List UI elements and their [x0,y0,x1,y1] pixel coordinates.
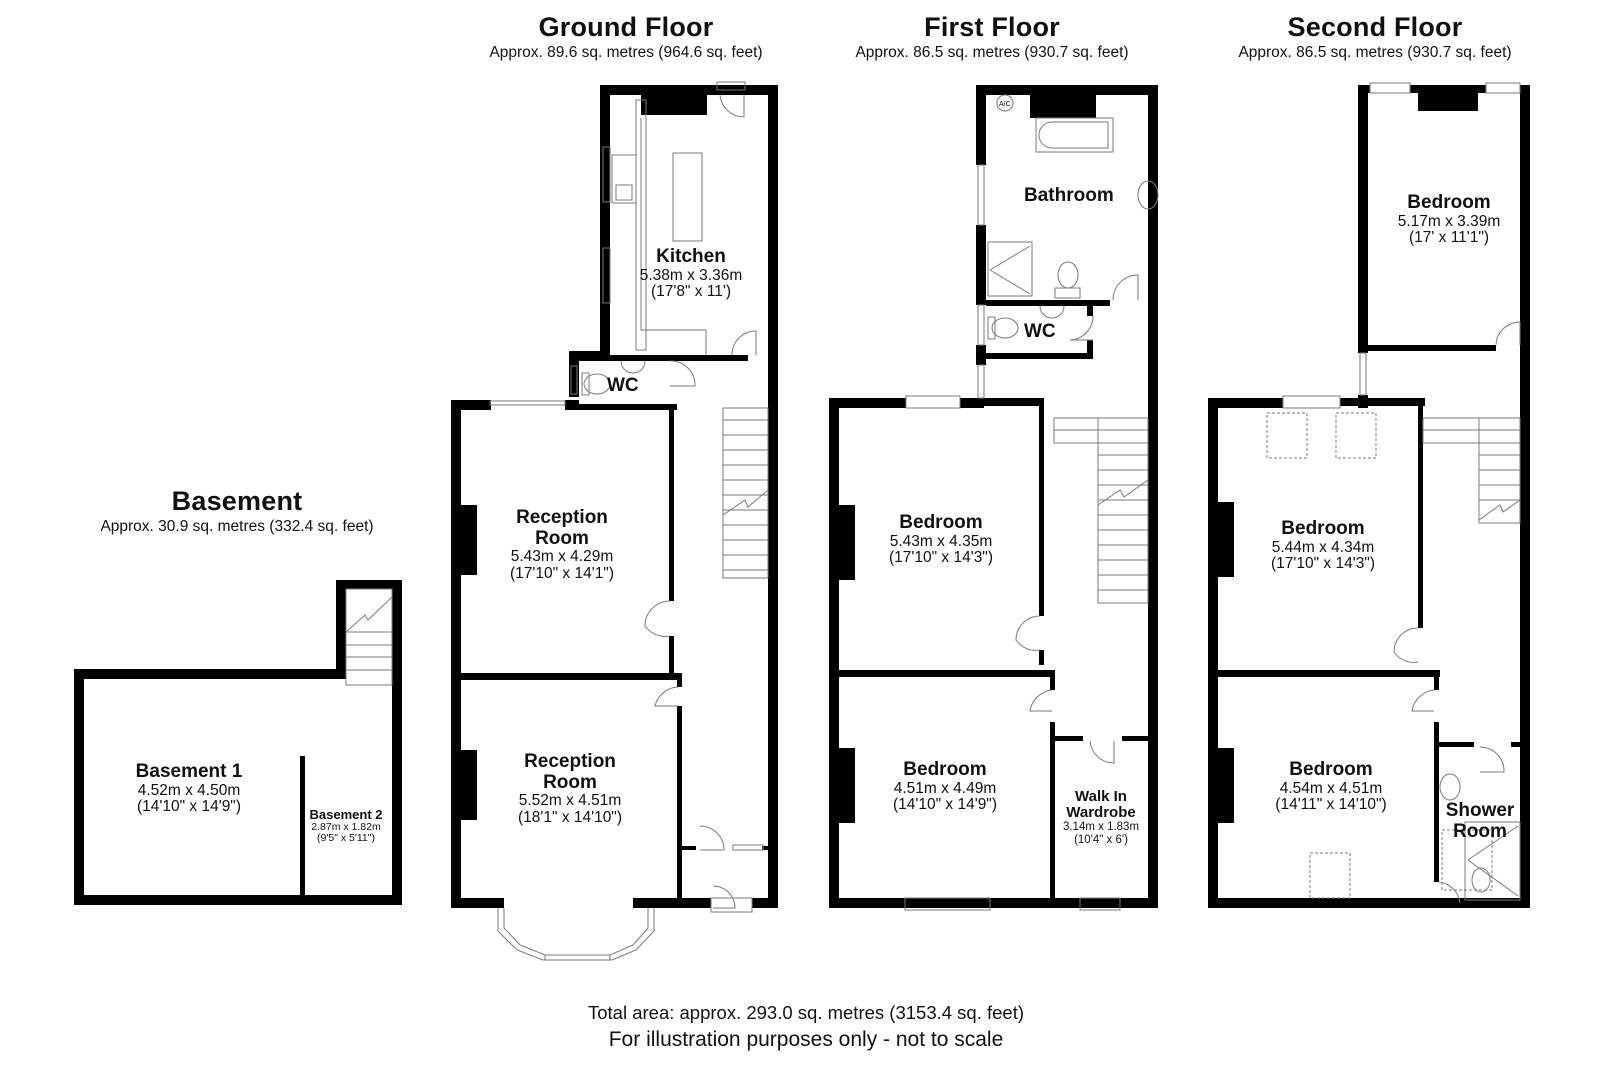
ground-floor-title: Ground Floor [538,12,714,42]
room-kitchen: Kitchen 5.38m x 3.36m (17'8" x 11') [639,246,743,301]
first-floor-area: Approx. 86.5 sq. metres (930.7 sq. feet) [855,44,1129,61]
second-floor-plan [1208,85,1530,908]
first-floor-fixtures [904,94,1159,911]
room-basement-1: Basement 1 4.52m x 4.50m (14'10" x 14'9"… [135,761,243,816]
room-shower-room: Shower Room [1445,800,1515,842]
room-reception-2: Reception Room 5.52m x 4.51m (18'1" x 14… [518,751,622,826]
room-second-bedroom-1: Bedroom 5.17m x 3.39m (17' x 11'1") [1397,192,1501,247]
total-area: Total area: approx. 293.0 sq. metres (31… [587,1002,1025,1023]
first-floor-plan [829,85,1158,908]
room-basement-2: Basement 2 2.87m x 1.82m (9'5" x 5'11") [309,807,383,845]
room-first-bedroom-1: Bedroom 5.43m x 4.35m (17'10" x 14'3") [889,512,993,567]
footer: Total area: approx. 293.0 sq. metres (31… [588,1002,1024,1052]
room-first-bedroom-2: Bedroom 4.51m x 4.49m (14'10" x 14'9") [893,759,997,814]
basement-area: Approx. 30.9 sq. metres (332.4 sq. feet) [100,518,374,535]
ground-floor-plan [451,85,778,908]
first-floor-title: First Floor [924,12,1060,42]
second-floor-area: Approx. 86.5 sq. metres (930.7 sq. feet) [1238,44,1512,61]
room-second-bedroom-3: Bedroom 4.54m x 4.51m (14'11" x 14'10") [1275,759,1387,814]
disclaimer: For illustration purposes only - not to … [608,1028,1004,1051]
room-bathroom: Bathroom [1024,185,1114,206]
second-floor-fixtures [1266,82,1521,904]
room-second-bedroom-2: Bedroom 5.44m x 4.34m (17'10" x 14'3") [1271,518,1375,573]
room-reception-1: Reception Room 5.43m x 4.29m (17'10" x 1… [510,507,614,582]
basement-plan [74,580,402,905]
basement-stairs [345,588,393,686]
room-walk-in-wardrobe: Walk In Wardrobe 3.14m x 1.83m (10'4" x … [1062,788,1140,846]
ground-floor-area: Approx. 89.6 sq. metres (964.6 sq. feet) [489,44,763,61]
ground-floor-fixtures [489,81,769,961]
ac-unit-label: A/C [999,101,1011,108]
basement-title: Basement [171,486,303,516]
second-floor-title: Second Floor [1287,12,1463,42]
room-ground-wc: WC [607,375,639,396]
room-first-wc: WC [1024,321,1056,342]
